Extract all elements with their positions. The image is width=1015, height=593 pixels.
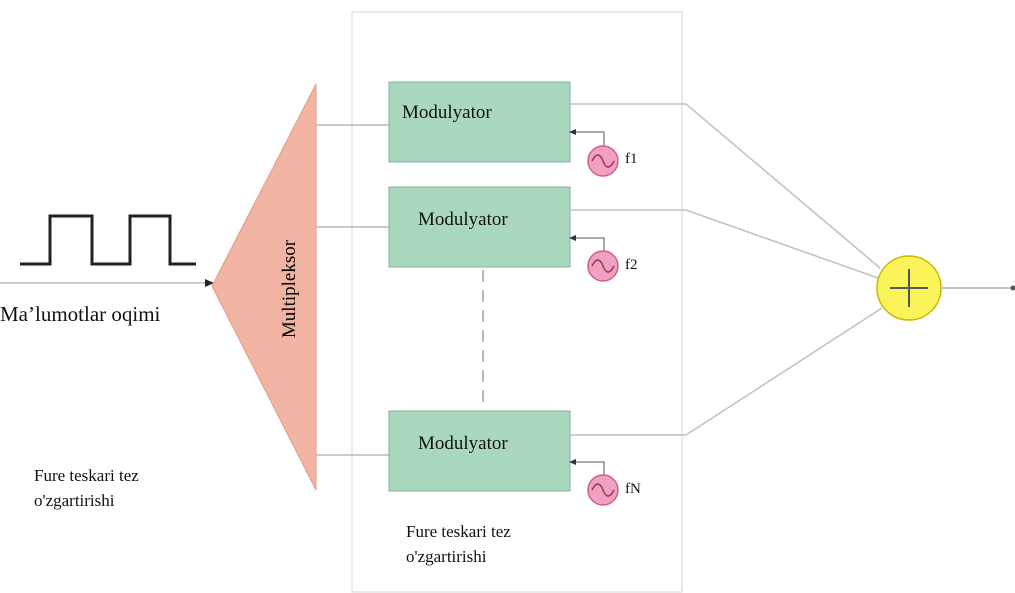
ifft-left-label: Fure teskari tez o'zgartirishi (34, 463, 139, 513)
output-terminal (1010, 285, 1015, 291)
oscillator-feed-2 (572, 237, 605, 251)
sine-oscillator-icon (587, 474, 619, 506)
multiplexer-label: Multipleksor (279, 239, 300, 339)
square-wave-icon (0, 214, 214, 287)
modulator-box-1 (388, 81, 571, 163)
oscillator-feed-1 (572, 131, 605, 146)
ifft-panel-line-1: Fure teskari tez (406, 522, 511, 541)
frequency-label-2: f2 (625, 257, 638, 273)
ifft-left-line-1: Fure teskari tez (34, 466, 139, 485)
oscillator-arrow-2 (569, 235, 576, 241)
output-line-n (570, 307, 883, 436)
ifft-left-line-2: o'zgartirishi (34, 491, 115, 510)
oscillator-arrow-1 (569, 129, 576, 135)
sine-oscillator-icon (587, 250, 619, 282)
ifft-panel-line-2: o'zgartirishi (406, 547, 487, 566)
sine-oscillator-icon (587, 145, 619, 177)
modulator-label-n: Modulyator (418, 433, 508, 454)
frequency-label-n: fN (625, 481, 641, 497)
modulator-label-2: Modulyator (418, 209, 508, 230)
oscillator-arrow-n (569, 459, 576, 465)
output-line-1 (570, 103, 881, 269)
modulator-label-1: Modulyator (402, 102, 492, 123)
output-line-2 (570, 209, 879, 279)
modulator-box-2 (388, 186, 571, 268)
ifft-panel-label: Fure teskari tez o'zgartirishi (406, 519, 511, 569)
multiplexer-shape (211, 83, 317, 491)
summing-junction-icon (876, 255, 942, 321)
data-stream-label: Ma’lumotlar oqimi (0, 302, 161, 326)
frequency-label-1: f1 (625, 151, 638, 167)
modulator-box-n (388, 410, 571, 492)
oscillator-feed-n (572, 461, 605, 475)
